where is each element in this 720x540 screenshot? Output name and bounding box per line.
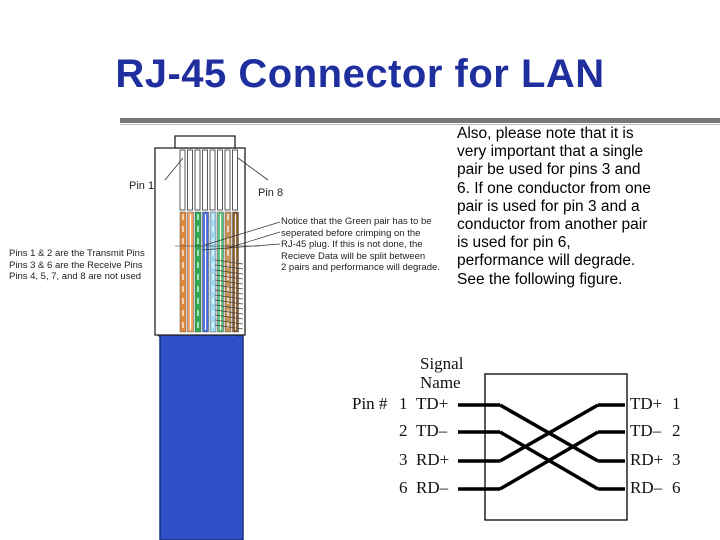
left-pin-1: 1	[399, 394, 408, 413]
note-line: performance will degrade.	[457, 252, 636, 270]
left-signal-1: TD+	[416, 394, 449, 413]
cross-wire	[499, 430, 599, 491]
pins-legend-line: Pins 4, 5, 7, and 8 are not used	[9, 271, 142, 282]
plug-hatch-line	[214, 269, 244, 275]
contact-ridge	[202, 149, 208, 211]
plug-hatch-line	[214, 289, 244, 295]
page-title: RJ-45 Connector for LAN	[115, 52, 605, 96]
wire-conductor	[209, 211, 217, 333]
right-signal-2: TD–	[630, 421, 662, 440]
left-pin-3: 3	[399, 450, 408, 469]
green-note-line: 2 pairs and performance will degrade.	[281, 262, 440, 273]
green-note-line: RJ-45 plug. If this is not done, the	[281, 239, 423, 250]
title-divider-shadow	[120, 124, 720, 125]
note-line: See the following figure.	[457, 270, 623, 288]
plug-hatch-line	[214, 309, 244, 315]
note-line: Also, please note that it is	[457, 125, 634, 142]
right-pin-1: 1	[672, 394, 681, 413]
pins-legend-line: Pins 3 & 6 are the Receive Pins	[9, 259, 143, 271]
title-divider	[120, 118, 720, 123]
contact-ridge	[187, 149, 193, 211]
note-line: 6. If one conductor from one	[457, 179, 651, 197]
plug-hatch-line	[214, 259, 244, 265]
signal-header-1: Signal	[420, 354, 464, 373]
plug-hatch-line	[214, 314, 244, 320]
contact-ridge	[179, 149, 186, 211]
right-signal-1: TD+	[630, 394, 663, 413]
pin1-label: Pin 1	[129, 180, 155, 192]
contact-ridge	[194, 149, 201, 211]
green-note-line: Recieve Data will be split between	[281, 250, 426, 262]
plug-hatch-line	[214, 264, 244, 270]
left-pin-6: 6	[399, 478, 408, 497]
left-signal-6: RD–	[416, 478, 449, 497]
plug-hatch-line	[214, 299, 244, 305]
cross-wire	[499, 403, 599, 463]
crossover-box	[484, 373, 628, 521]
plug-hatch-line	[214, 284, 244, 290]
contact-ridge	[224, 149, 231, 211]
green-pair-note: Notice that the Green pair has to be sep…	[281, 216, 440, 274]
plug-hatch-line	[214, 304, 244, 310]
right-signal-3: RD+	[630, 450, 664, 469]
plug-hatch-line	[214, 274, 244, 280]
right-pin-6: 6	[672, 478, 681, 497]
left-pin-2: 2	[399, 421, 408, 440]
pin8-label: Pin 8	[258, 187, 284, 199]
note-line: conductor from another pair	[457, 216, 648, 234]
wire-conductor	[194, 211, 202, 333]
crossover-note: Also, please note that it is very import…	[457, 125, 717, 289]
left-signal-3: RD+	[416, 450, 450, 469]
plug-hatch-line	[214, 279, 244, 285]
green-note-line: Notice that the Green pair has to be	[281, 216, 432, 227]
contact-ridge	[209, 149, 216, 211]
right-pin-3: 3	[672, 450, 681, 469]
contact-ridge	[232, 149, 238, 211]
left-signal-2: TD–	[416, 421, 448, 440]
pins-legend: Pins 1 & 2 are the Transmit Pins Pins 3 …	[9, 248, 145, 283]
signal-header-2: Name	[420, 373, 461, 392]
pin-prefix: Pin #	[352, 394, 388, 413]
plug-hatch-line	[214, 319, 244, 325]
contact-ridge	[217, 149, 223, 211]
pins-legend-line: Pins 1 & 2 are the Transmit Pins	[9, 248, 145, 259]
right-signal-6: RD–	[630, 478, 663, 497]
green-note-line: seperated before crimping on the	[281, 227, 421, 239]
note-line: pair be used for pins 3 and	[457, 161, 641, 179]
note-line: is used for pin 6,	[457, 234, 571, 252]
wire-conductor	[179, 211, 187, 333]
right-pin-2: 2	[672, 421, 681, 440]
plug-hatch-line	[214, 294, 244, 300]
note-line: very important that a single	[457, 143, 644, 161]
note-line: pair is used for pin 3 and a	[457, 197, 640, 215]
plug-hatch-line	[214, 324, 244, 330]
